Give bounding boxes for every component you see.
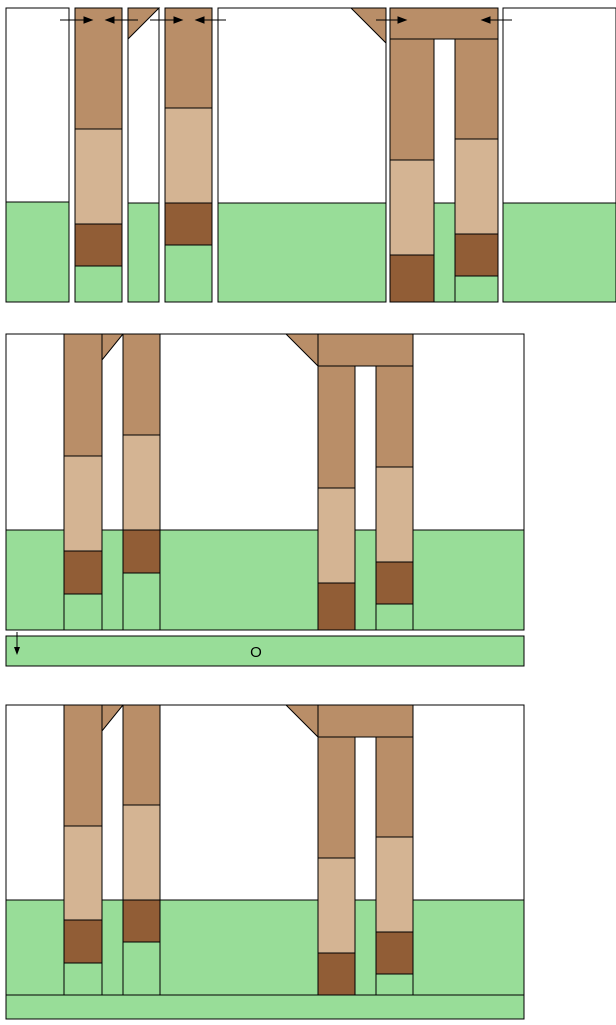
panel2-pillar-a [63, 333, 103, 631]
down-arrow-icon [14, 632, 20, 655]
bottom-layer-label: O [250, 644, 262, 661]
panel1-block-right [502, 7, 616, 303]
panel1-bridge [389, 7, 499, 303]
panel3-pillar-a [63, 704, 103, 996]
panel3-bridge [284, 704, 414, 996]
panel1-pillar-a [74, 7, 123, 303]
panel-stage-3 [5, 704, 525, 1020]
double-arrow-icon [60, 16, 512, 24]
panel1-wedge-block [127, 7, 161, 303]
panel2-pillar-b [122, 333, 161, 631]
panel-stage-2: O [5, 333, 525, 667]
panel1-pillar-b [164, 7, 213, 303]
panel-stage-1 [5, 7, 616, 303]
panel2-bottom-layer: O [5, 635, 525, 667]
panel2-bridge [284, 333, 414, 631]
panel1-block-a-ground [5, 201, 70, 303]
panel3-bottom-layer [5, 994, 525, 1020]
panel1-middle-block [217, 7, 387, 303]
panel3-pillar-b [122, 704, 161, 996]
